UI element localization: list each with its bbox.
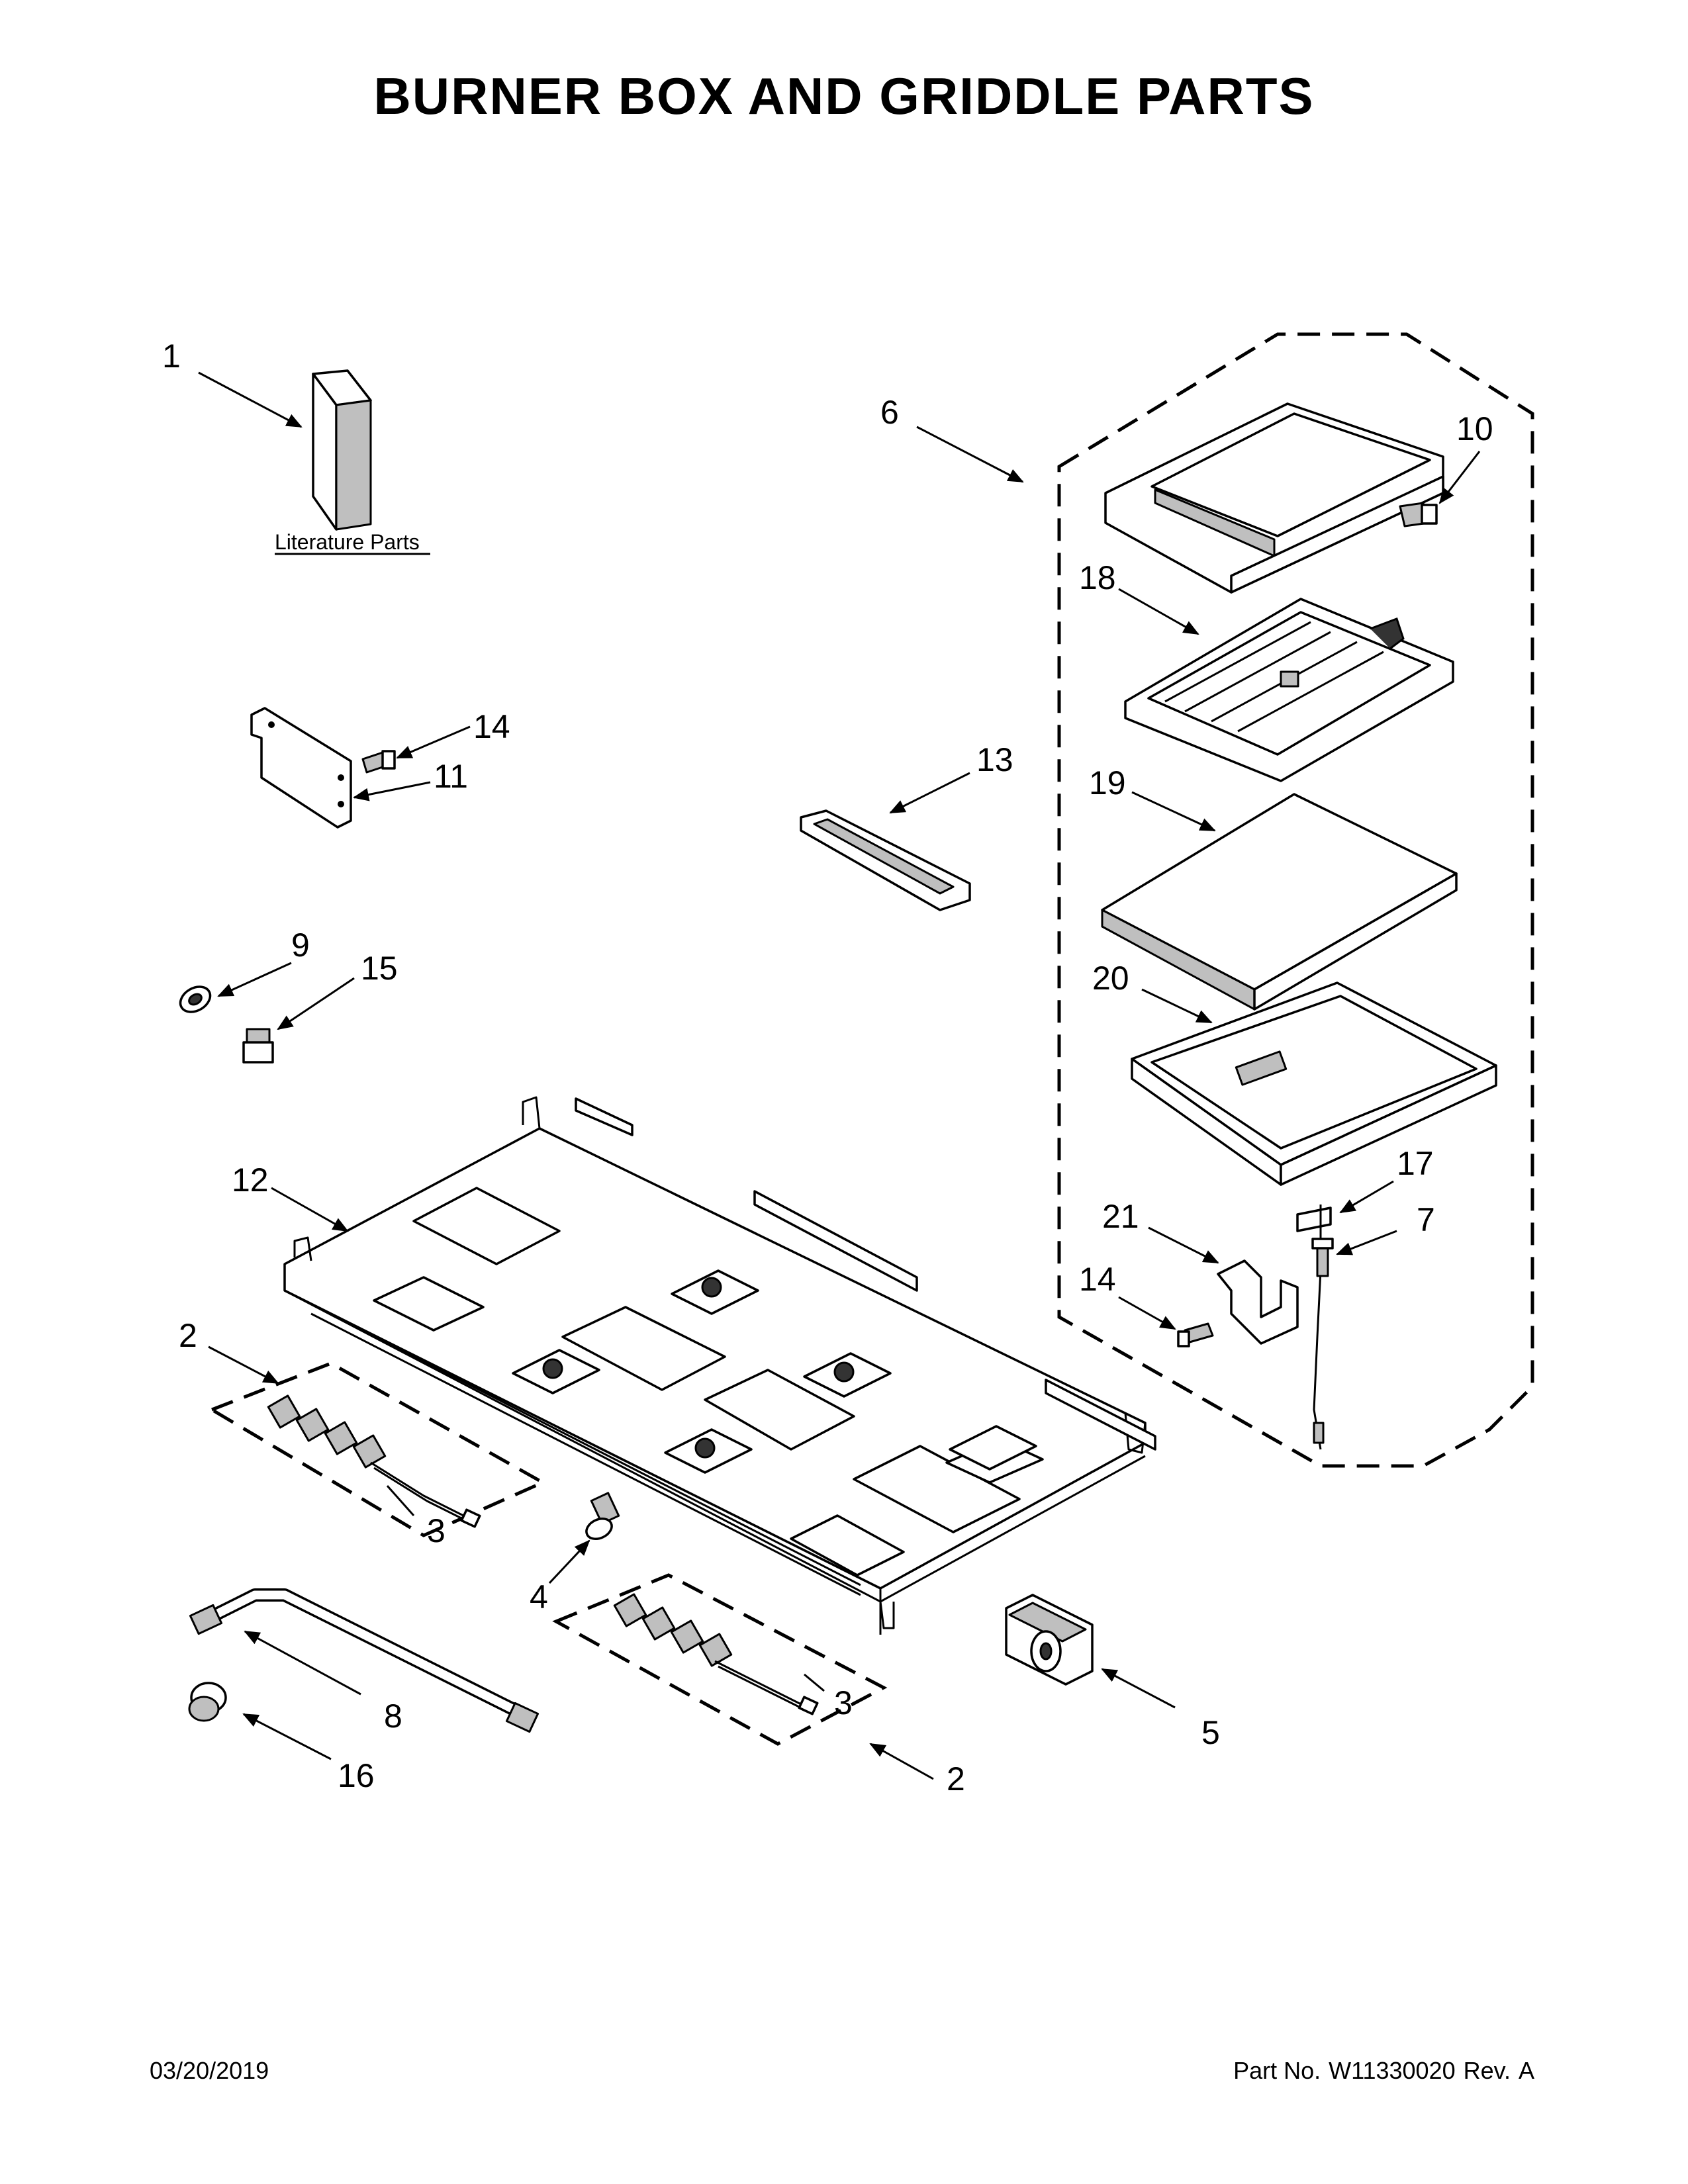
thermocouple-screw — [1311, 1238, 1334, 1277]
callout-labels: 1 6 10 18 14 11 13 19 9 15 20 17 12 21 7… — [162, 338, 1493, 1797]
gas-supply-tube — [189, 1588, 539, 1733]
footer-part-number: Part No. W11330020 Rev. A — [1225, 2057, 1534, 2085]
callout-2a: 2 — [179, 1317, 197, 1354]
callout-7: 7 — [1417, 1201, 1435, 1238]
callout-9: 9 — [291, 927, 310, 964]
griddle-screw — [1399, 502, 1438, 527]
callout-3a: 3 — [427, 1512, 445, 1549]
callout-1: 1 — [162, 338, 181, 375]
griddle-drip-tray — [1131, 981, 1497, 1186]
burner-base-4 — [664, 1428, 753, 1474]
callout-13: 13 — [976, 741, 1013, 778]
burner-base-3 — [803, 1352, 892, 1398]
callout-18: 18 — [1079, 559, 1116, 596]
callout-8: 8 — [384, 1698, 402, 1735]
page-title: BURNER BOX AND GRIDDLE PARTS — [373, 67, 1315, 125]
literature-parts — [312, 369, 372, 531]
footer-date: 03/20/2019 — [150, 2057, 269, 2084]
burner-base-2 — [512, 1349, 600, 1394]
revision-value: A — [1518, 2057, 1534, 2084]
pressure-regulator — [1005, 1594, 1094, 1686]
callout-12: 12 — [232, 1161, 269, 1199]
burner-box-tray — [283, 1096, 1156, 1635]
callout-19: 19 — [1089, 764, 1126, 801]
gas-inlet-fitting — [188, 1682, 227, 1722]
valve-group-right-outline — [552, 1573, 888, 1746]
panel-screw — [361, 750, 396, 774]
callout-10: 10 — [1456, 410, 1493, 447]
griddle-trim — [800, 809, 971, 911]
back-cover-plate — [250, 707, 352, 829]
valve-group-left-outline — [208, 1361, 547, 1537]
revision-label: Rev. — [1463, 2057, 1511, 2084]
manifold-inlet — [585, 1492, 620, 1540]
burner-valves-right — [613, 1593, 819, 1715]
callout-11: 11 — [434, 758, 468, 795]
callout-16: 16 — [338, 1757, 375, 1794]
callout-5: 5 — [1201, 1714, 1220, 1751]
leader-lines — [198, 371, 1481, 1780]
callout-3b: 3 — [834, 1684, 853, 1721]
callout-2b: 2 — [947, 1760, 965, 1797]
griddle-assembly-outline — [1057, 332, 1534, 1468]
callout-6: 6 — [880, 394, 899, 431]
griddle-bracket — [1217, 1259, 1299, 1345]
burner-base-5 — [949, 1425, 1037, 1471]
part-number-value: W11330020 — [1329, 2057, 1456, 2084]
griddle-insulation-pad — [1101, 793, 1458, 1011]
part-number-label: Part No. — [1233, 2057, 1321, 2084]
callout-21: 21 — [1102, 1198, 1139, 1235]
callout-14b: 14 — [1079, 1261, 1116, 1298]
griddle-plate — [1104, 402, 1444, 594]
burner-base-1 — [671, 1269, 759, 1315]
burner-valves-left — [267, 1394, 481, 1528]
callout-20: 20 — [1092, 960, 1129, 997]
orifice-fitting — [242, 1028, 274, 1064]
callout-14a: 14 — [473, 708, 510, 745]
griddle-heating-element — [1124, 598, 1454, 782]
literature-parts-label: Literature Parts — [275, 530, 420, 554]
bracket-screw — [1177, 1322, 1214, 1347]
callout-17: 17 — [1397, 1145, 1434, 1182]
callout-4: 4 — [530, 1578, 548, 1615]
burner-knob — [179, 985, 212, 1013]
callout-15: 15 — [361, 950, 398, 987]
